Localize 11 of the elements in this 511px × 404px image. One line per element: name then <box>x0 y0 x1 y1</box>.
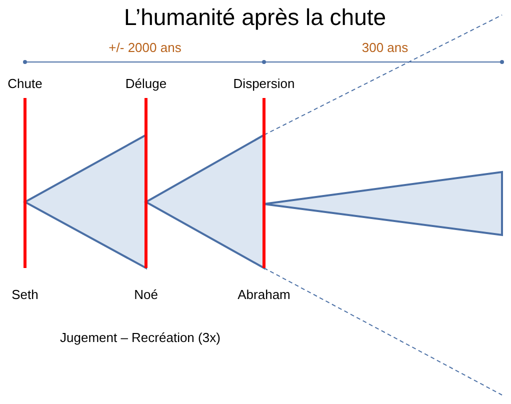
event-label: Dispersion <box>233 76 295 91</box>
person-label: Noé <box>134 287 158 302</box>
period-label: 300 ans <box>362 40 408 55</box>
triangle <box>263 170 503 236</box>
event-label: Chute <box>8 76 42 91</box>
note: Jugement – Recréation (3x) <box>60 330 220 345</box>
title: L’humanité après la chute <box>124 4 386 31</box>
event-label: Déluge <box>125 76 167 91</box>
period-label: +/- 2000 ans <box>108 40 182 55</box>
person-label: Abraham <box>238 287 290 302</box>
person-label: Seth <box>12 287 38 302</box>
